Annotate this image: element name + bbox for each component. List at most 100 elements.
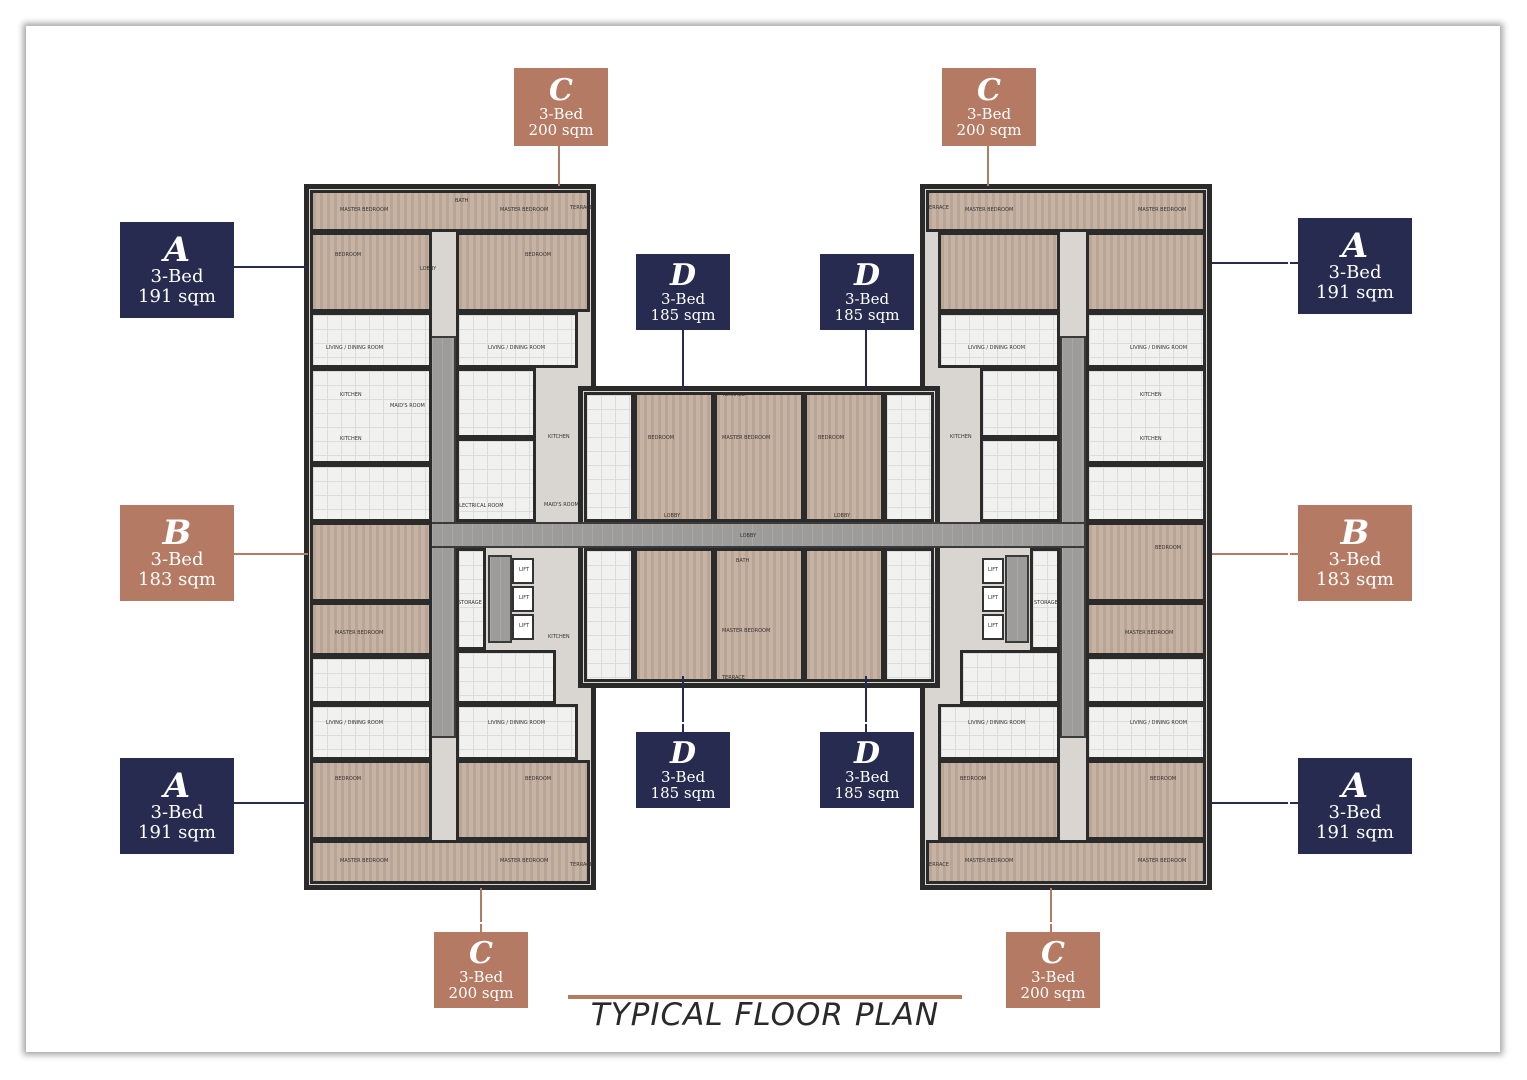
- unit-d-bottom-mid: [714, 548, 804, 682]
- unit-a-right-bottom-2: [1086, 760, 1206, 840]
- unit-left-living-top: [310, 312, 432, 368]
- label-bedroom: BEDROOM: [818, 435, 845, 441]
- label-lobby: LOBBY: [834, 513, 851, 519]
- tag-letter: C: [549, 72, 573, 108]
- label-kitchen: KITCHEN: [1140, 436, 1162, 442]
- tag-area: 185 sqm: [834, 784, 900, 802]
- tag-bedrooms: 3-Bed: [538, 104, 584, 123]
- unit-right-stair: [980, 438, 1060, 522]
- unit-d-top-right: [804, 392, 884, 522]
- unit-a-left-top-bedrooms: [310, 232, 432, 312]
- connector: [1212, 553, 1300, 555]
- label-lobby: LOBBY: [664, 513, 681, 519]
- tag-letter: C: [469, 935, 493, 971]
- unit-left-kitchens: [310, 368, 432, 464]
- unit-right-kitchen-low: [1086, 656, 1206, 704]
- tag-area: 200 sqm: [528, 121, 594, 139]
- label-master-bedroom: MASTER BEDROOM: [1138, 858, 1187, 864]
- label-storage: STORAGE: [458, 600, 482, 606]
- label-staircase: STAIRCASE: [498, 435, 526, 441]
- connector: [1212, 262, 1300, 264]
- tag-bedrooms: 3-Bed: [1328, 802, 1382, 824]
- tag-letter: D: [669, 735, 696, 771]
- tag-bedrooms: 3-Bed: [150, 266, 204, 288]
- unit-left-living-top-2: [456, 312, 578, 368]
- label-master-bedroom: MASTER BEDROOM: [500, 207, 549, 213]
- unit-c-bottom-right: [926, 840, 1206, 884]
- main-horizontal-corridor: [430, 522, 1086, 548]
- connector: [682, 676, 684, 734]
- label-bedroom: BEDROOM: [525, 776, 552, 782]
- label-kitchen: KITCHEN: [548, 634, 570, 640]
- unit-right-living-mid: [1086, 464, 1206, 522]
- label-master-bedroom: MASTER BEDROOM: [1125, 630, 1174, 636]
- tag-letter: A: [163, 766, 191, 807]
- tag-bedrooms: 3-Bed: [660, 767, 706, 786]
- lift-left-2: [512, 586, 534, 612]
- unit-b-right: [1086, 522, 1206, 602]
- unit-c-bottom-left: [310, 840, 590, 884]
- label-master-bedroom: MASTER BEDROOM: [722, 435, 771, 441]
- label-master-bedroom: MASTER BEDROOM: [1138, 207, 1187, 213]
- label-bedroom: BEDROOM: [1150, 776, 1177, 782]
- tag-letter: B: [162, 513, 192, 554]
- unit-right-living-top: [938, 312, 1060, 368]
- label-kitchen: KITCHEN: [340, 392, 362, 398]
- unit-d-bottom-left: [634, 548, 714, 682]
- tag-letter: D: [669, 257, 696, 293]
- label-living-dining: LIVING / DINING ROOM: [326, 345, 384, 351]
- label-terrace: TERRACE: [926, 205, 949, 211]
- label-living-dining: LIVING / DINING ROOM: [488, 345, 546, 351]
- unit-right-kitchens: [980, 368, 1060, 438]
- tag-area: 185 sqm: [834, 306, 900, 324]
- label-kitchen: KITCHEN: [340, 436, 362, 442]
- tag-letter: B: [1340, 513, 1370, 554]
- unit-a-left-top-bedrooms-2: [456, 232, 590, 312]
- right-lift-shaft: [1005, 555, 1029, 643]
- label-lift: LIFT: [519, 567, 530, 573]
- unit-d-bottom-right: [804, 548, 884, 682]
- connector: [234, 802, 308, 804]
- tag-area: 191 sqm: [138, 286, 216, 307]
- connector: [1050, 888, 1052, 932]
- title-rule: [568, 995, 962, 999]
- lift-right-2: [982, 586, 1004, 612]
- left-lift-shaft: [488, 555, 512, 643]
- label-kitchen: KITCHEN: [950, 434, 972, 440]
- unit-c-top-left: [310, 190, 590, 232]
- tag-area: 191 sqm: [1316, 822, 1394, 843]
- label-bath: BATH: [455, 198, 469, 204]
- label-kitchen: KITCHEN: [548, 434, 570, 440]
- label-living-dining: LIVING / DINING ROOM: [968, 345, 1026, 351]
- unit-b-left: [310, 522, 432, 602]
- unit-right-living-low-2: [1086, 704, 1206, 760]
- label-lift: LIFT: [988, 623, 999, 629]
- unit-d-top-left: [634, 392, 714, 522]
- unit-a-right-top-2: [1086, 232, 1206, 312]
- connector: [234, 553, 308, 555]
- tag-letter: A: [1341, 766, 1369, 807]
- unit-a-left-bottom-2: [456, 760, 590, 840]
- unit-left-stair: [456, 438, 536, 522]
- tag-letter: A: [1341, 226, 1369, 267]
- tag-area: 200 sqm: [1020, 984, 1086, 1002]
- unit-right-kitchen-low-2: [960, 650, 1060, 704]
- unit-d-top-right-living: [884, 392, 934, 522]
- label-lobby: LOBBY: [740, 533, 757, 539]
- unit-left-kitchen-low: [310, 656, 432, 704]
